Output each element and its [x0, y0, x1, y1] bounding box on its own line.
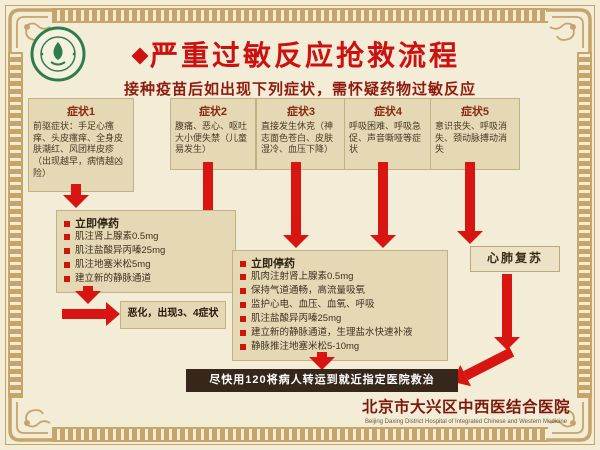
corner-ornament-icon: [8, 396, 54, 442]
bullet-square-icon: [240, 288, 246, 295]
border-pattern-left: [8, 52, 23, 398]
bullet-square-icon: [240, 316, 246, 323]
arrow-down-icon: [63, 184, 89, 208]
arrow-down-icon: [283, 162, 309, 248]
symptom-5-text: 意识丧失、呼吸消失、颈动脉搏动消失: [435, 121, 508, 155]
arrow-down-icon: [309, 352, 335, 370]
treatment-step: 立即停药: [64, 218, 228, 230]
bullet-square-icon: [64, 248, 70, 255]
symptom-2-text: 腹痛、恶心、呕吐大小便失禁（儿童易发生）: [175, 121, 248, 155]
hospital-logo: [30, 26, 86, 82]
symptom-box-1: 症状1 前驱症状：手足心瘙痒、头皮瘙痒、全身皮肤潮红、风团样皮疹（出现越早，病情…: [28, 98, 134, 192]
hospital-name-cn: 北京市大兴区中西医结合医院: [361, 399, 570, 416]
treatment-step: 肌注盐酸异丙嗪25mg: [240, 313, 440, 326]
symptom-box-2: 症状2 腹痛、恶心、呕吐大小便失禁（儿童易发生）: [170, 98, 256, 170]
transfer-banner: 尽快用120将病人转运到就近指定医院救治: [186, 369, 458, 392]
symptom-4-text: 呼吸困难、呼吸急促、声音嘶哑等症状: [349, 121, 422, 155]
symptom-box-3: 症状3 直接发生休克（神志面色苍白、皮肤湿冷、血压下降）: [256, 98, 346, 170]
treatment-step: 立即停药: [240, 258, 440, 270]
arrow-right-icon: [62, 302, 120, 326]
symptom-2-label: 症状2: [198, 106, 228, 118]
symptom-4-label: 症状4: [373, 106, 403, 118]
bullet-square-icon: [240, 302, 246, 309]
hospital-name-en: Beijing Daxing District Hospital of Inte…: [365, 419, 567, 425]
cpr-box: 心肺复苏: [470, 246, 560, 272]
border-pattern-bottom: [52, 427, 548, 442]
arrow-down-icon: [370, 162, 396, 248]
symptom-box-4: 症状4 呼吸困难、呼吸急促、声音嘶哑等症状: [344, 98, 432, 170]
symptom-3-text: 直接发生休克（神志面色苍白、皮肤湿冷、血压下降）: [261, 121, 334, 155]
treatment-step: 肌注盐酸异丙嗪25mg: [64, 245, 228, 258]
bullet-square-icon: [240, 274, 246, 281]
symptom-1-text: 前驱症状：手足心瘙痒、头皮瘙痒、全身皮肤潮红、风团样皮疹（出现越早，病情越凶险）: [33, 121, 124, 178]
corner-ornament-icon: [8, 8, 54, 54]
poster-subtitle: 接种疫苗后如出现下列症状，需怀疑药物过敏反应: [123, 81, 476, 98]
bullet-square-icon: [64, 262, 70, 269]
poster-title: 严重过敏反应抢救流程: [149, 41, 460, 72]
treatment-step: 保持气道通畅，高流量吸氧: [240, 285, 440, 298]
treatment-step: 肌注肾上腺素0.5mg: [64, 231, 228, 244]
symptom-5-label: 症状5: [460, 106, 490, 118]
hospital-signature: 北京市大兴区中西医结合医院 Beijing Daxing District Ho…: [350, 395, 582, 425]
treatment-step: 肌注地塞米松5mg: [64, 259, 228, 272]
treatment-step: 静脉推注地塞米松5-10mg: [240, 341, 440, 354]
bullet-square-icon: [64, 234, 70, 241]
treatment-step: 监护心电、血压、血氧、呼吸: [240, 299, 440, 312]
symptom-3-label: 症状3: [286, 106, 316, 118]
treatment-step: 建立新的静脉通道，生理盐水快速补液: [240, 327, 440, 340]
worsen-note: 恶化，出现3、4症状: [120, 301, 226, 329]
arrow-down-icon: [457, 162, 483, 244]
bullet-square-icon: [240, 260, 246, 267]
bullet-square-icon: [240, 344, 246, 351]
treatment-box-initial: 立即停药 肌注肾上腺素0.5mg 肌注盐酸异丙嗪25mg 肌注地塞米松5mg 建…: [56, 210, 236, 294]
bullet-square-icon: [64, 276, 70, 283]
treatment-box-main: 立即停药 肌肉注射肾上腺素0.5mg 保持气道通畅，高流量吸氧 监护心电、血压、…: [232, 250, 448, 362]
arrow-down-icon: [494, 274, 520, 350]
symptom-box-5: 症状5 意识丧失、呼吸消失、颈动脉搏动消失: [430, 98, 520, 170]
corner-ornament-icon: [546, 8, 592, 54]
bullet-square-icon: [240, 330, 246, 337]
border-pattern-top: [52, 8, 548, 23]
arrow-down-icon: [75, 286, 101, 304]
symptom-1-label: 症状1: [66, 106, 96, 118]
treatment-step: 建立新的静脉通道: [64, 273, 228, 286]
border-pattern-right: [577, 52, 592, 398]
treatment-step: 肌肉注射肾上腺素0.5mg: [240, 271, 440, 284]
corner-ornament-icon: [546, 396, 592, 442]
bullet-square-icon: [64, 220, 70, 227]
